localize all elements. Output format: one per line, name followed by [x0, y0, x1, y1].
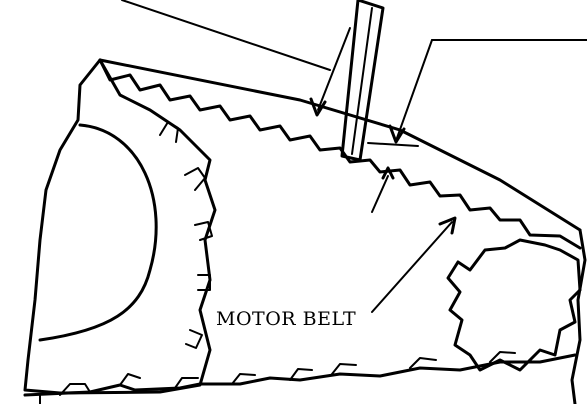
- belt-upper-teeth: [98, 58, 582, 250]
- arrow-left-upper-head: [309, 97, 327, 117]
- arrow-right-upper: [396, 39, 433, 139]
- gauge-bar-inner: [351, 7, 373, 155]
- motor-belt-pointer-head: [438, 216, 457, 235]
- belt-lower-run: [23, 353, 577, 397]
- deflection-arrow-head: [381, 166, 395, 180]
- motor-belt-pointer-line: [371, 221, 453, 313]
- arrow-right-upper-head: [388, 124, 406, 144]
- right-edge: [570, 228, 587, 404]
- large-pulley-hub-arc: [38, 123, 158, 342]
- belt-lower-teeth: [39, 351, 516, 404]
- arrow-left-upper: [317, 27, 351, 111]
- leader-line-top-left: [121, 0, 331, 71]
- belt-upper-run: [98, 58, 582, 232]
- small-pulley: [446, 238, 582, 372]
- large-pulley: [23, 58, 217, 395]
- large-pulley-teeth: [159, 121, 213, 349]
- motor-belt-label: MOTOR BELT: [214, 308, 359, 330]
- deflection-dimension: [367, 142, 419, 213]
